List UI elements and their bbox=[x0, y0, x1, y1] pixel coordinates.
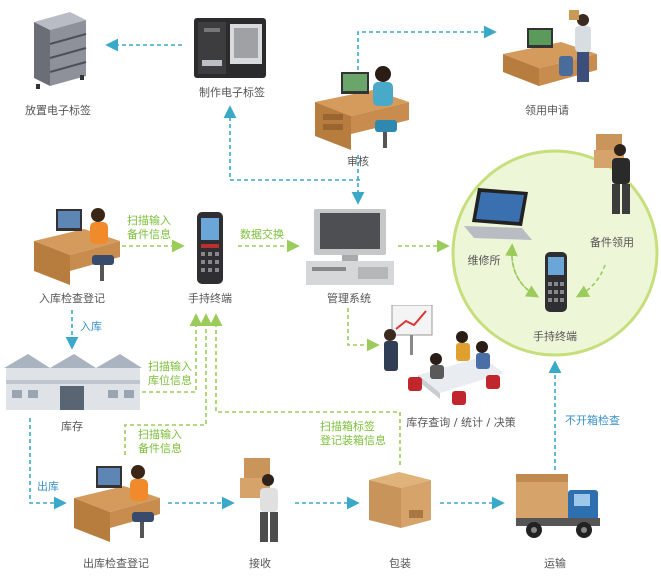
arrow-audit-to-apply bbox=[357, 25, 497, 70]
mgmt-label: 管理系统 bbox=[327, 292, 371, 305]
edge-scan-location-line2: 库位信息 bbox=[148, 374, 192, 387]
edge-scan-location-line1: 扫描输入 bbox=[148, 360, 192, 373]
edge-data-exchange: 数据交换 bbox=[240, 228, 284, 241]
edge-outbound: 出库 bbox=[37, 480, 59, 493]
parts-worker-icon bbox=[594, 134, 630, 214]
inventory-label: 库存 bbox=[61, 420, 83, 433]
audit-desk-icon bbox=[315, 66, 409, 150]
storage-label: 放置电子标签 bbox=[25, 104, 91, 117]
meeting-room-icon bbox=[384, 305, 504, 405]
edge-scan-box-line2: 登记装箱信息 bbox=[320, 434, 386, 447]
audit-label: 审核 bbox=[347, 155, 369, 168]
receive-label: 接收 bbox=[249, 557, 271, 570]
print-label: 制作电子标签 bbox=[199, 86, 265, 99]
query-label: 库存查询 / 统计 / 决策 bbox=[406, 416, 516, 429]
edge-scan-parts2-line2: 备件信息 bbox=[138, 442, 182, 455]
arrow-parts-to-handheld bbox=[575, 264, 606, 298]
warehouse-icon bbox=[4, 354, 142, 410]
arrow-scan-box bbox=[209, 313, 401, 465]
parts-use-label: 备件领用 bbox=[590, 236, 634, 249]
edge-scan-parts2-line1: 扫描输入 bbox=[138, 428, 182, 441]
handheld-label: 手持终端 bbox=[188, 292, 232, 305]
arrow-scan-location bbox=[142, 313, 203, 393]
transport-label: 运输 bbox=[544, 557, 566, 570]
inbound-desk-icon bbox=[34, 208, 120, 285]
apply-label: 领用申请 bbox=[525, 104, 569, 117]
arrow-repair-to-handheld bbox=[511, 247, 540, 298]
handheld-terminal-2-icon bbox=[545, 252, 567, 312]
package-box-icon bbox=[369, 472, 431, 528]
arrow-audit-to-print bbox=[223, 105, 360, 181]
edge-no-open-check: 不开箱检查 bbox=[565, 414, 620, 427]
outbound-desk-icon bbox=[74, 465, 160, 542]
repair-label: 维修所 bbox=[467, 254, 501, 267]
management-computer-icon bbox=[306, 209, 394, 285]
arrow-handheld-to-repair bbox=[505, 243, 536, 296]
edge-inbound: 入库 bbox=[80, 320, 102, 333]
apply-office-icon bbox=[503, 10, 597, 86]
handheld-terminal-icon bbox=[197, 212, 223, 284]
pack-label: 包装 bbox=[389, 557, 411, 570]
arrow-scan-parts-2 bbox=[124, 313, 213, 455]
edge-scan-box-line1: 扫描箱标签 bbox=[320, 420, 375, 433]
storage-rack-icon bbox=[34, 12, 87, 89]
truck-icon bbox=[516, 474, 600, 538]
edge-scan-parts-line1: 扫描输入 bbox=[127, 214, 171, 227]
inbound-check-label: 入库检查登记 bbox=[39, 292, 105, 305]
edge-scan-parts-line2: 备件信息 bbox=[127, 228, 171, 241]
label-printer-icon bbox=[194, 18, 266, 78]
laptop-icon bbox=[464, 188, 532, 240]
arrow-mgmt-to-query bbox=[347, 308, 380, 352]
receiving-worker-icon bbox=[240, 458, 278, 542]
arrow-outbound bbox=[29, 418, 67, 510]
outbound-check-label: 出库检查登记 bbox=[83, 557, 149, 570]
handheld2-label: 手持终端 bbox=[533, 330, 577, 343]
